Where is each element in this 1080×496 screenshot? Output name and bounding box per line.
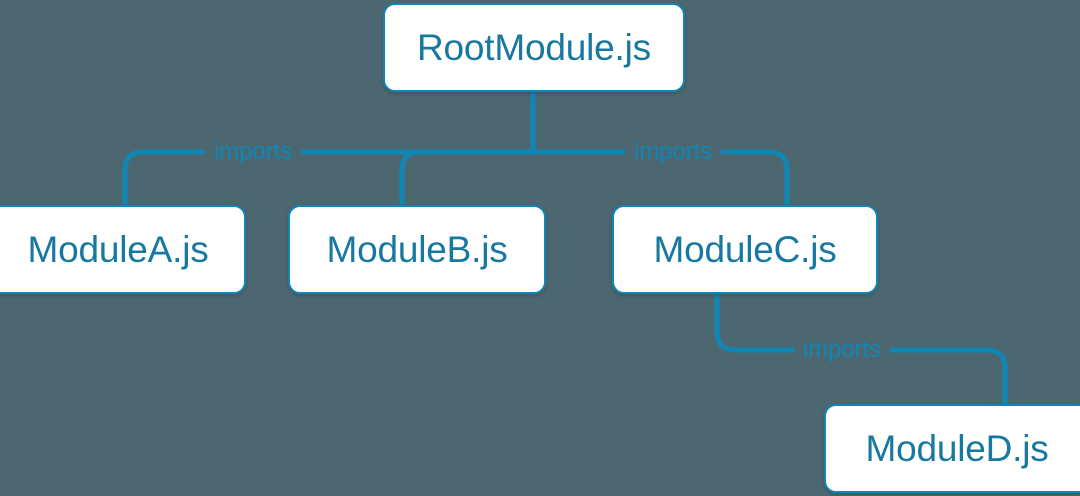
- node-label-module-d: ModuleD.js: [865, 427, 1049, 469]
- node-module-d[interactable]: ModuleD.js: [824, 404, 1080, 493]
- node-label-module-b: ModuleB.js: [326, 228, 508, 270]
- node-module-a[interactable]: ModuleA.js: [0, 205, 246, 294]
- edge-label-root-to-moduleC: imports: [625, 140, 721, 164]
- edge-root-to-moduleB: [399, 149, 533, 205]
- node-module-b[interactable]: ModuleB.js: [288, 205, 546, 294]
- node-module-c[interactable]: ModuleC.js: [612, 205, 878, 294]
- edge-label-root-to-moduleA: imports: [205, 140, 301, 164]
- node-label-module-a: ModuleA.js: [27, 228, 209, 270]
- edge-label-moduleC-to-moduleD: imports: [794, 338, 890, 362]
- edge-root-to-moduleA: [122, 149, 533, 205]
- node-label-root-module: RootModule.js: [417, 26, 651, 68]
- node-label-module-c: ModuleC.js: [653, 228, 837, 270]
- node-root-module[interactable]: RootModule.js: [383, 3, 685, 92]
- edge-root-to-moduleC: [533, 149, 790, 205]
